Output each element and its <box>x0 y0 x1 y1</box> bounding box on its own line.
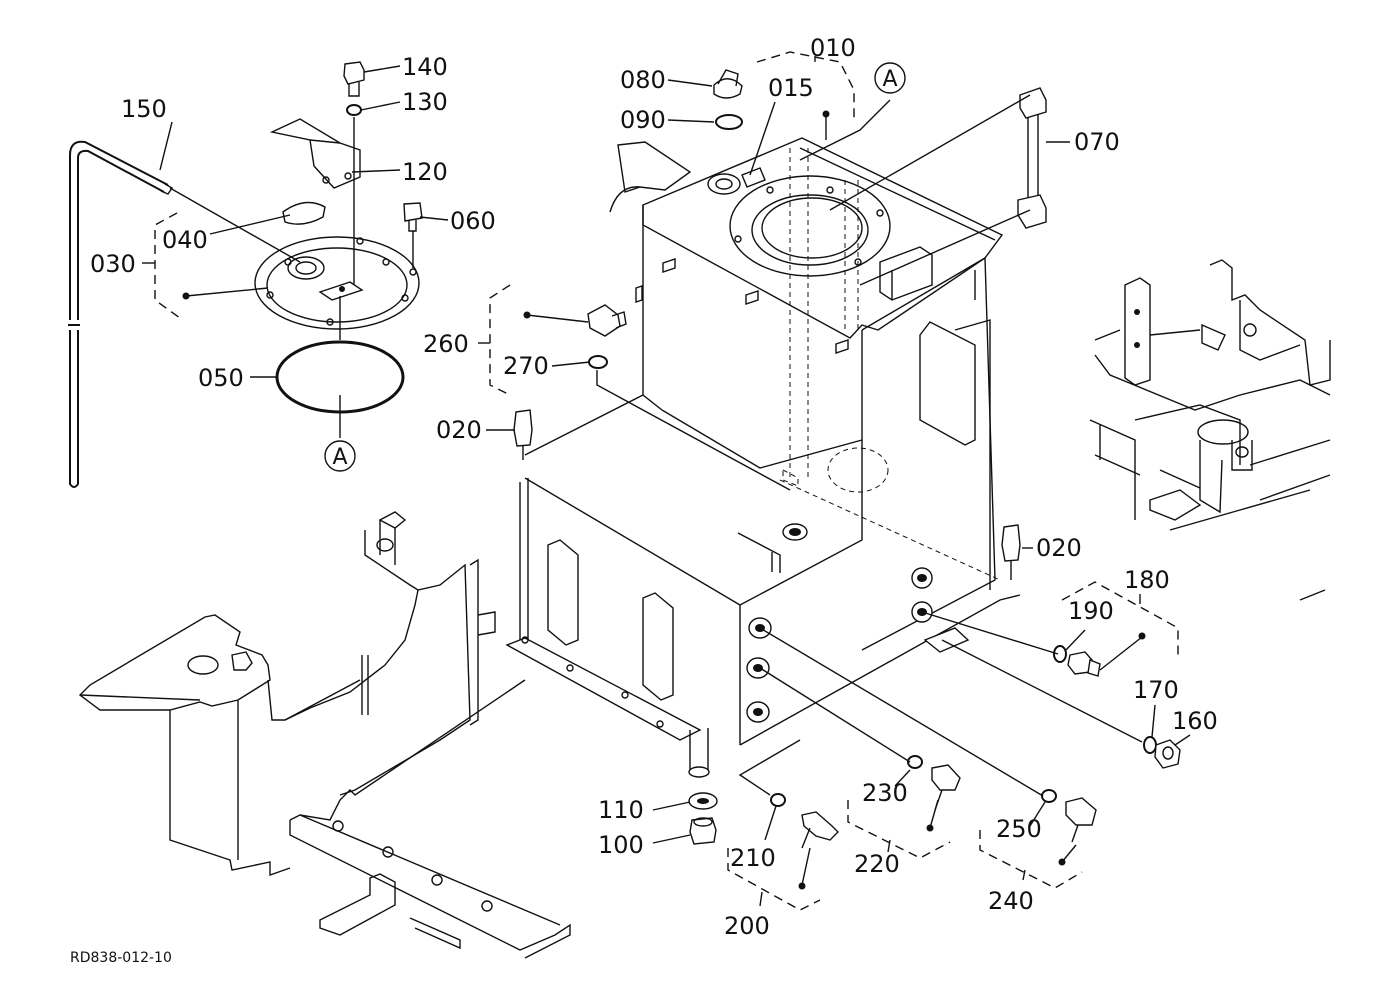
bolt-140 <box>343 61 365 97</box>
label-240: 240 <box>988 887 1034 915</box>
label-200: 200 <box>724 912 770 940</box>
cap-080 <box>713 69 743 99</box>
bolt-020-b <box>1001 524 1021 580</box>
bullet-dots <box>182 110 1146 890</box>
left-frame <box>78 511 571 959</box>
tube-150 <box>68 140 173 488</box>
level-gauge-070 <box>1017 87 1047 229</box>
oring-210 <box>770 793 786 807</box>
label-140: 140 <box>402 53 448 81</box>
label-015: 015 <box>768 74 814 102</box>
label-130: 130 <box>402 88 448 116</box>
cover-assembly <box>254 201 420 414</box>
oring-270 <box>588 355 608 369</box>
oring-170 <box>1143 736 1157 754</box>
label-190: 190 <box>1068 597 1114 625</box>
label-010: 010 <box>810 34 856 62</box>
bracket-120 <box>269 118 361 189</box>
label-040: 040 <box>162 226 208 254</box>
label-220: 220 <box>854 850 900 878</box>
fitting-180 <box>1067 651 1101 677</box>
label-070: 070 <box>1074 128 1120 156</box>
oring-090 <box>715 114 743 130</box>
label-060: 060 <box>450 207 496 235</box>
label-270: 270 <box>503 352 549 380</box>
hydraulic-tank <box>505 137 1021 778</box>
label-250: 250 <box>996 815 1042 843</box>
elbow-260 <box>587 304 627 337</box>
label-110: 110 <box>598 796 644 824</box>
label-020-a: 020 <box>436 416 482 444</box>
oring-250 <box>1041 789 1057 803</box>
label-160: 160 <box>1172 707 1218 735</box>
label-050: 050 <box>198 364 244 392</box>
label-210: 210 <box>730 844 776 872</box>
label-260: 260 <box>423 330 469 358</box>
label-120: 120 <box>402 158 448 186</box>
svg-text:A: A <box>882 67 897 92</box>
fitting-200 <box>801 811 839 849</box>
detail-marker-bottom: A <box>324 440 356 472</box>
label-230: 230 <box>862 779 908 807</box>
plug-160 <box>1154 739 1181 769</box>
label-020-b: 020 <box>1036 534 1082 562</box>
oring-230 <box>907 755 923 769</box>
label-150: 150 <box>121 95 167 123</box>
label-180: 180 <box>1124 566 1170 594</box>
washer-130 <box>346 104 362 116</box>
svg-text:A: A <box>332 445 347 470</box>
label-170: 170 <box>1133 676 1179 704</box>
oring-190 <box>1053 645 1067 663</box>
label-080: 080 <box>620 66 666 94</box>
part-labels: 010 015 020 020 030 040 050 060 070 080 … <box>90 34 1218 940</box>
detail-marker-top: A <box>874 62 906 94</box>
fitting-220 <box>931 764 961 811</box>
right-frame <box>1089 259 1331 601</box>
label-030: 030 <box>90 250 136 278</box>
leader-lines <box>159 65 1191 886</box>
reference-code: RD838-012-10 <box>70 950 172 966</box>
bolt-060 <box>403 202 423 268</box>
label-100: 100 <box>598 831 644 859</box>
plug-100 <box>689 817 717 845</box>
group-brackets <box>142 51 1179 911</box>
fitting-240 <box>1065 797 1097 843</box>
label-090: 090 <box>620 106 666 134</box>
